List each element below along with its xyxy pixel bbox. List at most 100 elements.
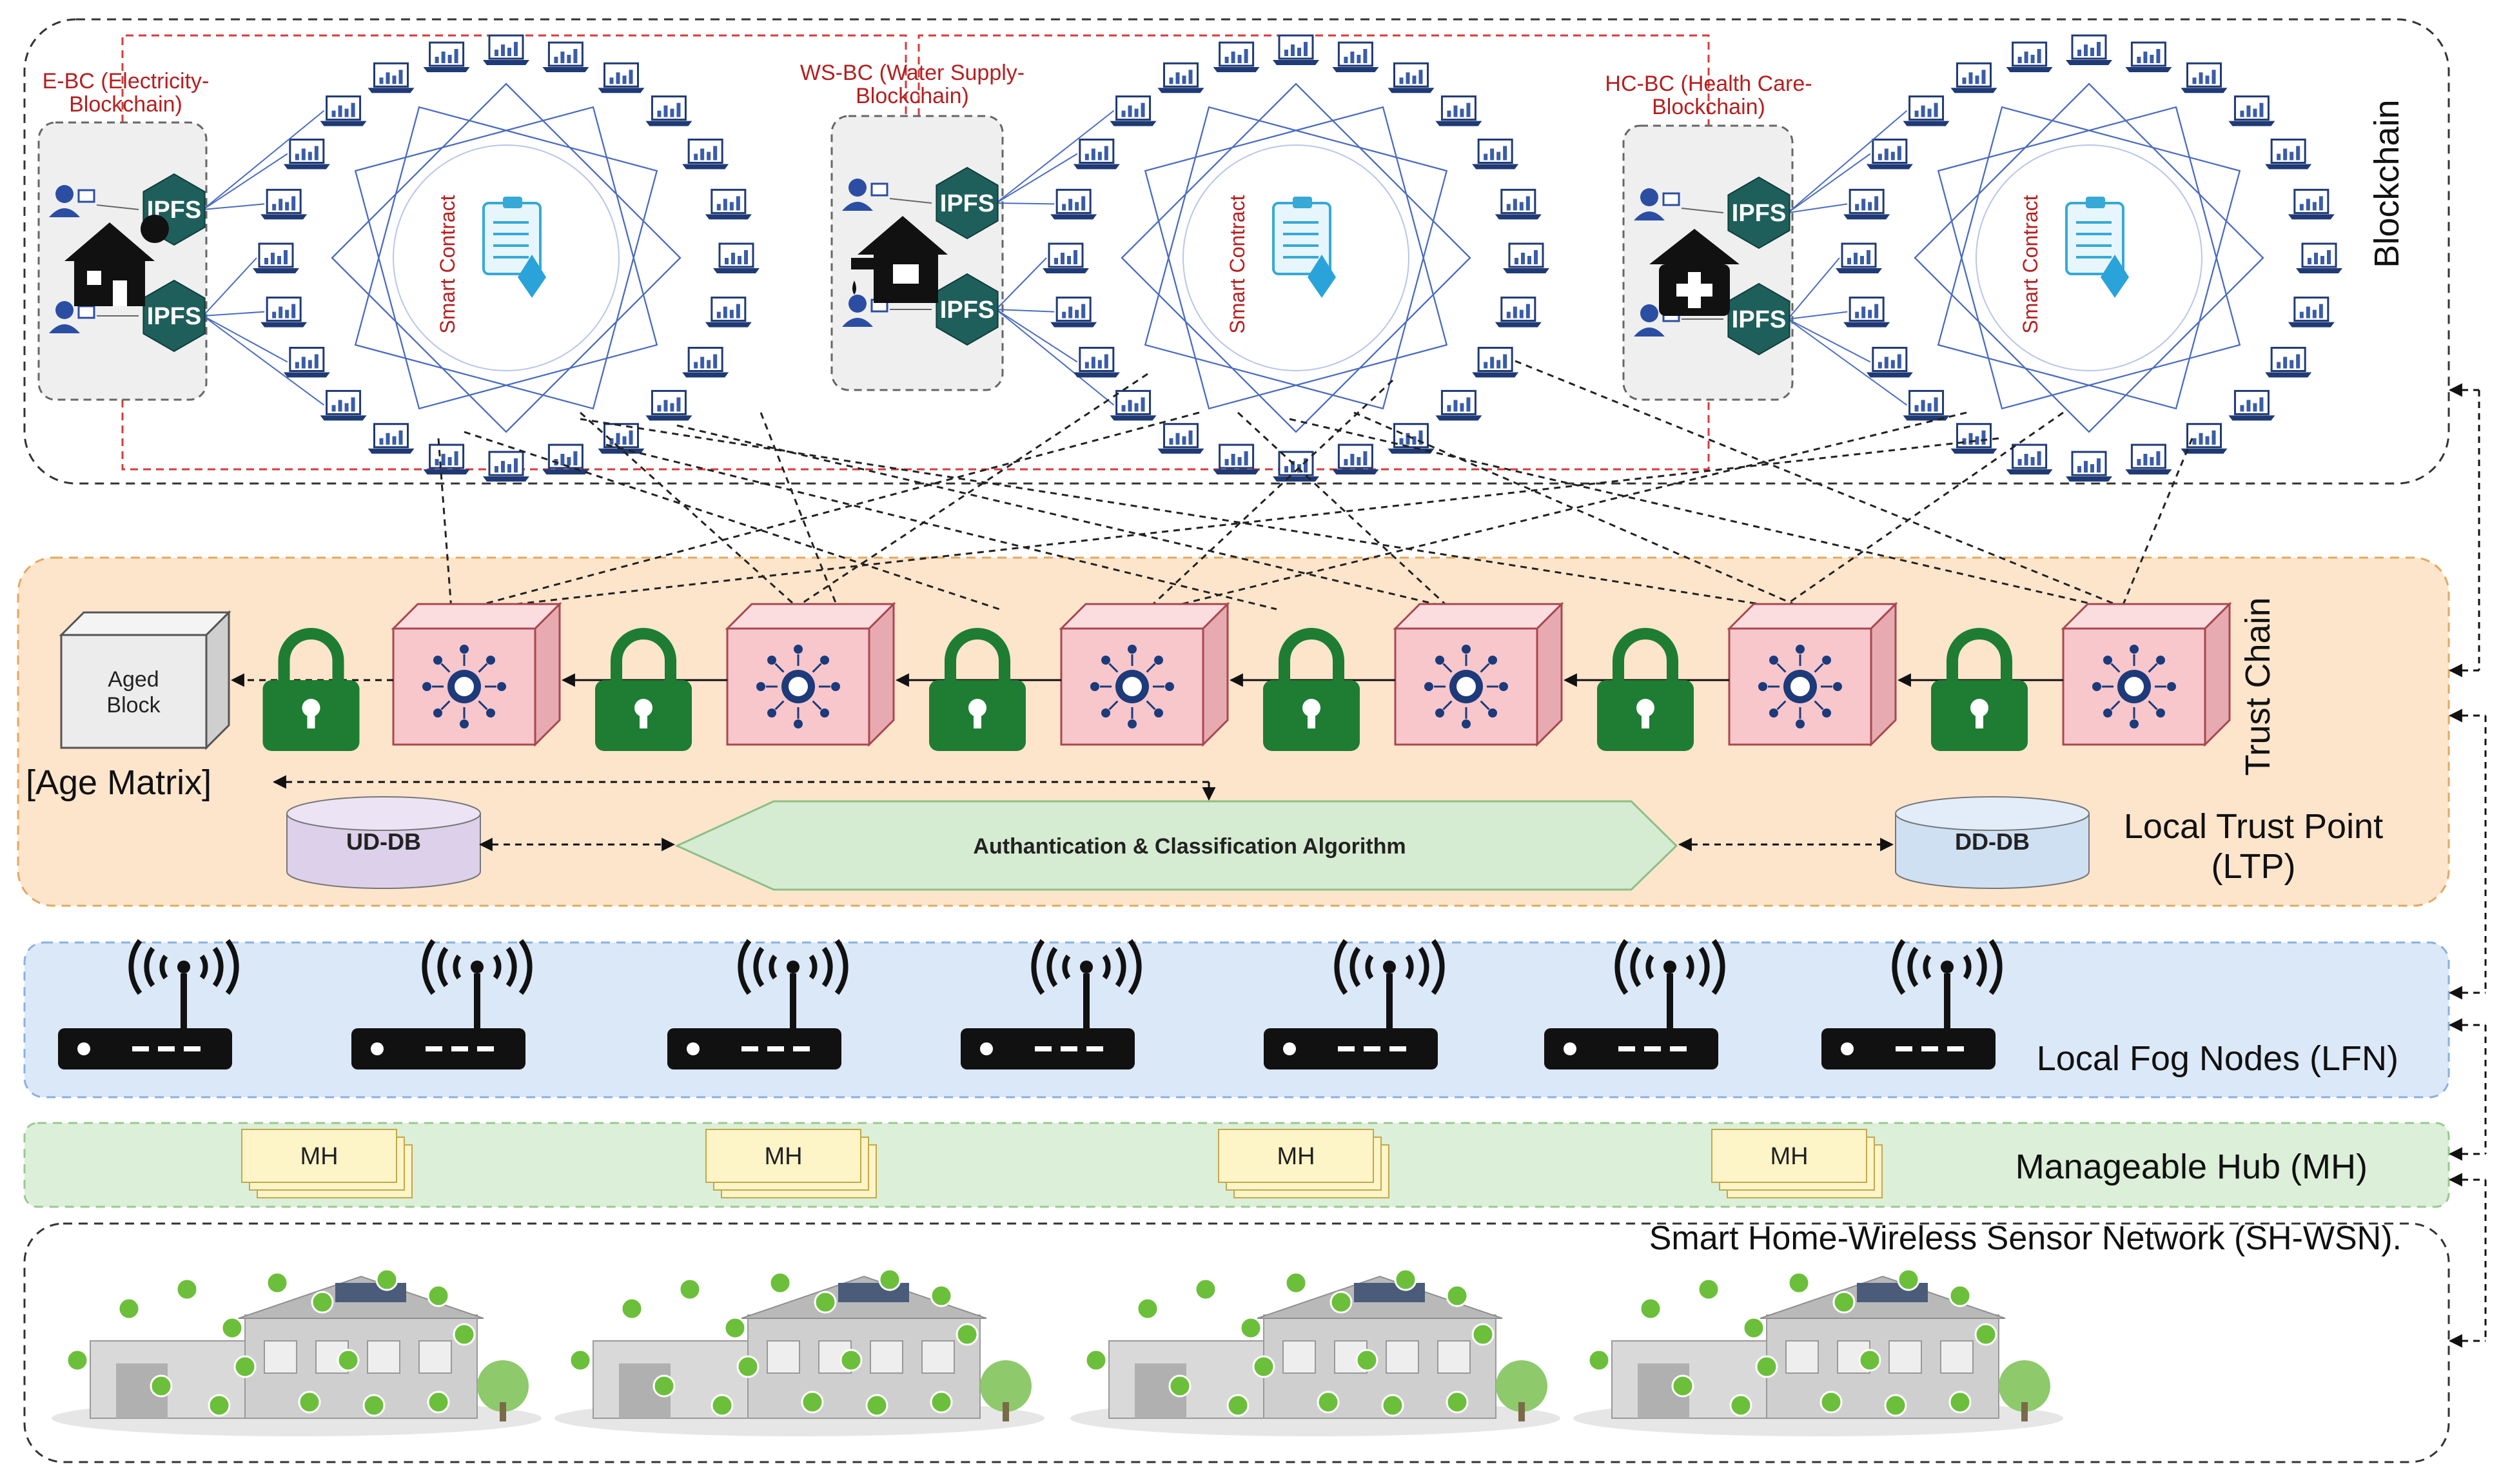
router-antenna-tip — [177, 961, 190, 973]
user-body — [842, 202, 873, 211]
user-monitor — [870, 182, 888, 197]
sensor-icon — [723, 1316, 747, 1340]
block-node — [1796, 645, 1805, 654]
sensor-icon — [769, 1271, 792, 1294]
block-core-inner — [1123, 677, 1142, 696]
router-port — [132, 1046, 149, 1051]
aged-block-label-1: Aged — [108, 667, 159, 692]
router-port — [451, 1046, 468, 1051]
laptop-base — [598, 88, 645, 93]
block-node — [1154, 656, 1163, 665]
laptop-bar — [670, 108, 674, 117]
laptop-screen — [1849, 188, 1885, 214]
laptop-bar — [1291, 461, 1295, 473]
router-port — [1389, 1046, 1406, 1051]
smart-home-1 — [52, 1268, 542, 1436]
block-top — [725, 603, 896, 630]
laptop-bar — [1134, 108, 1139, 117]
laptop-bar — [1406, 433, 1410, 445]
laptop-bar — [1418, 70, 1423, 84]
aged-block: Aged Block — [59, 610, 231, 750]
sensor-icon — [208, 1394, 231, 1417]
lock-shackle — [611, 628, 676, 683]
block-side — [868, 601, 895, 747]
sensor-icon — [1858, 1349, 1881, 1372]
laptop-base — [2066, 60, 2112, 65]
wifi-wave — [212, 946, 224, 988]
laptop-screen — [1956, 62, 1992, 88]
block-node — [1165, 682, 1174, 691]
laptop-screen — [1956, 423, 1992, 449]
laptop-bar — [2077, 50, 2081, 56]
wifi-wave — [1976, 946, 1987, 988]
sensor-icon — [150, 1374, 173, 1398]
laptop-screen — [289, 139, 325, 164]
laptop-bar — [1406, 72, 1410, 84]
router-port — [426, 1046, 442, 1051]
laptop-bar — [1304, 458, 1308, 473]
ud-db: UD-DB — [286, 796, 481, 889]
laptop-bar — [386, 433, 390, 445]
wifi-wave — [159, 954, 168, 980]
sensor-icon — [117, 1297, 141, 1320]
tree — [477, 1360, 529, 1412]
laptop-bar — [1297, 48, 1301, 56]
laptop-screen — [1055, 188, 1092, 214]
laptop-bar — [1104, 146, 1108, 161]
shwsn-layer-label: Smart Home-Wireless Sensor Network (SH-W… — [1649, 1220, 2402, 1257]
dashed-link — [1353, 411, 1806, 610]
laptop-base — [645, 121, 692, 126]
laptop-bar — [1237, 456, 1242, 465]
user-head — [848, 295, 867, 313]
laptop-bar — [2327, 250, 2331, 264]
wifi-wave — [821, 946, 833, 988]
sensor-icon — [1787, 1271, 1810, 1294]
lock-keyhole — [968, 699, 986, 717]
laptop-bar — [1855, 204, 1859, 211]
router-port — [1364, 1046, 1380, 1051]
laptop-bar — [1519, 309, 1524, 318]
laptop-bar — [1921, 400, 1925, 412]
sensor-icon — [1974, 1323, 1997, 1346]
laptop-bar — [495, 466, 498, 473]
laptop-bar — [622, 75, 627, 84]
laptop-bar — [1506, 204, 1511, 211]
block-node — [1101, 656, 1110, 665]
laptop-bar — [1927, 403, 1932, 412]
laptop-bar — [1075, 309, 1079, 318]
sensor-icon — [1729, 1394, 1752, 1417]
sensor-icon — [1394, 1268, 1417, 1291]
laptop-bar — [560, 52, 565, 64]
laptop-bar — [1867, 250, 1870, 264]
laptop-screen — [1055, 297, 1092, 322]
block-node — [486, 656, 495, 665]
laptop-bar — [1490, 356, 1495, 369]
laptop-screen — [1163, 423, 1199, 449]
laptop-bar — [2037, 49, 2041, 64]
laptop-base — [483, 476, 529, 482]
block-node — [1462, 719, 1471, 728]
laptop-screen — [1079, 139, 1115, 164]
laptop-bar — [1460, 403, 1464, 412]
ipfs-label: IPFS — [940, 190, 994, 217]
laptop-base — [542, 67, 589, 73]
router-antenna-tip — [787, 961, 799, 973]
router-led — [1564, 1042, 1576, 1055]
sensor-icon — [1471, 1323, 1495, 1346]
laptop-base — [598, 448, 645, 454]
laptop-screen — [2186, 62, 2222, 88]
laptop-screen — [2186, 423, 2222, 449]
laptop-base — [2066, 476, 2112, 482]
laptop-base — [542, 469, 589, 474]
laptop-bar — [2246, 105, 2251, 117]
laptop-bar — [567, 55, 571, 64]
ether-icon — [518, 255, 546, 298]
ipfs-label: IPFS — [147, 303, 201, 330]
ipfs-link — [995, 202, 1055, 205]
laptop-bar — [1128, 400, 1132, 412]
laptop-bar — [495, 50, 498, 56]
laptop-base — [320, 121, 367, 126]
lock-keyhole — [634, 699, 652, 717]
laptop-base — [1332, 67, 1379, 73]
sensor-icon — [736, 1355, 760, 1378]
